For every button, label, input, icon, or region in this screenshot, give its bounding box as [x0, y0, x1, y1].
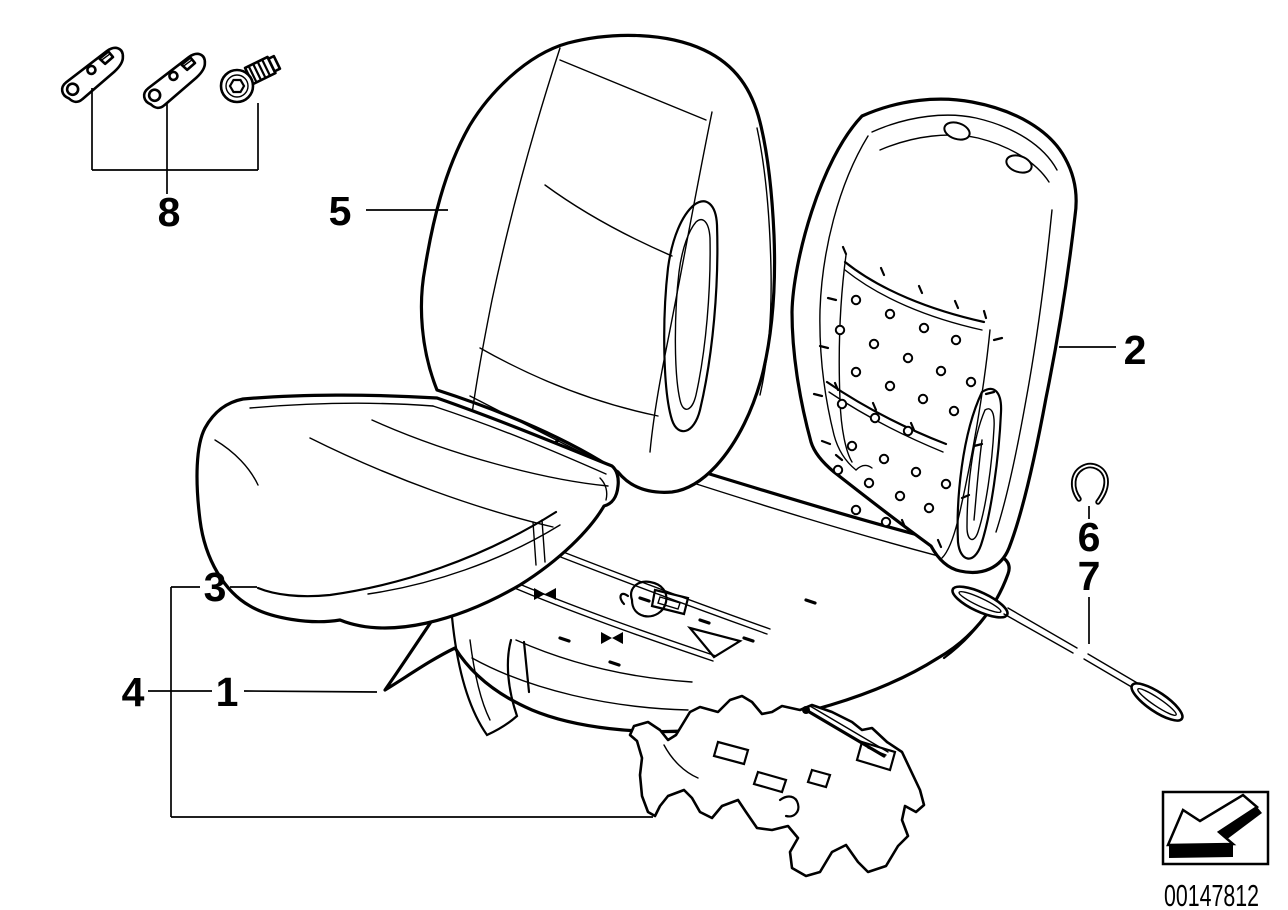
backrest-cover-drawing	[419, 33, 777, 494]
harness-connector	[855, 740, 897, 772]
heater-wiring-harness	[802, 705, 897, 772]
group-bracket-line-4	[170, 587, 653, 818]
seam-tick-marks	[812, 245, 1004, 549]
headrest-hole	[1005, 154, 1033, 174]
cover-side-flap	[450, 615, 531, 737]
mounting-bracket-drawing	[53, 43, 135, 108]
direction-arrow-icon	[1166, 793, 1262, 858]
callout-3[interactable]: 3	[204, 564, 227, 610]
lumbar-bolster-cavity	[956, 387, 1003, 560]
callout-1[interactable]: 1	[216, 669, 239, 715]
perforation-dots	[832, 294, 977, 528]
mounting-bracket-drawing	[135, 49, 217, 114]
headrest-hole	[943, 121, 971, 141]
wire-clip	[601, 632, 623, 644]
leader-line-1	[148, 690, 378, 693]
leader-line-8	[91, 88, 259, 194]
belt-buckle-bracket	[619, 580, 690, 618]
screw-drawing	[219, 54, 282, 104]
stamp-box	[1161, 790, 1270, 866]
callout-5[interactable]: 5	[329, 188, 352, 234]
wire-clip	[534, 588, 556, 600]
seat-cushion-cover-drawing	[195, 393, 620, 737]
corner-flap	[686, 626, 743, 659]
callout-4[interactable]: 4	[122, 669, 145, 715]
callout-2[interactable]: 2	[1124, 327, 1147, 373]
leader-lines	[91, 88, 1116, 818]
image-number: 00147812	[1164, 878, 1259, 910]
tension-rod-tool-drawing	[951, 585, 1184, 722]
backrest-pad-drawing	[790, 97, 1078, 575]
callout-8[interactable]: 8	[158, 189, 181, 235]
callout-7[interactable]: 7	[1078, 553, 1101, 599]
backrest-side-bolster-opening	[663, 200, 719, 433]
heating-element-drawing	[628, 694, 926, 878]
retaining-clip-drawing	[1071, 462, 1109, 505]
callout-6[interactable]: 6	[1078, 514, 1101, 560]
